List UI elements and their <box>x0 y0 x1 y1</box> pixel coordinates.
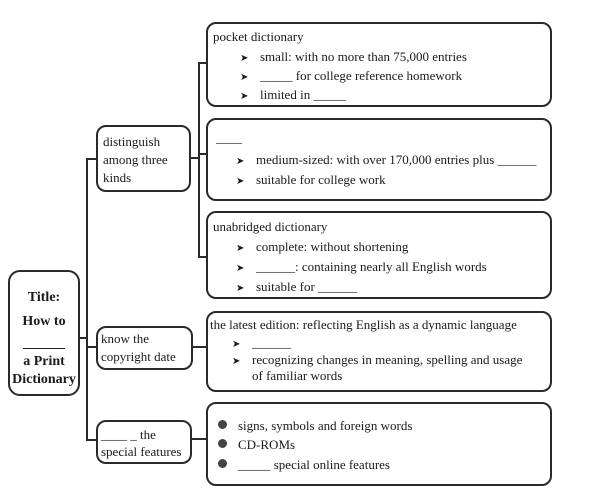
unabridged-item-1: ➤complete: without shortening <box>236 239 408 257</box>
latest-item-1: ➤______ <box>232 335 291 353</box>
special-features-box <box>96 420 192 464</box>
connector-to-college <box>198 153 207 155</box>
connector-to-latest-edition <box>192 346 207 348</box>
latest-edition-box <box>206 311 552 392</box>
arrow-icon: ➤ <box>236 283 245 294</box>
special-line-1: ____ _ the <box>101 427 156 442</box>
root-title-line-2: How to <box>22 314 66 329</box>
arrow-icon: ➤ <box>236 263 245 274</box>
unabridged-dictionary-box <box>206 211 552 299</box>
feature-item-2: CD-ROMs <box>218 437 295 453</box>
special-line-2: special features <box>101 444 182 459</box>
latest-item-2-continued: of familiar words <box>252 368 343 383</box>
latest-item-2: ➤recognizing changes in meaning, spellin… <box>232 352 522 370</box>
features-list-box <box>206 402 552 486</box>
copyright-line-2: copyright date <box>101 349 176 364</box>
arrow-icon: ➤ <box>236 176 245 187</box>
distinguish-line-3: kinds <box>103 170 132 185</box>
distinguish-line-2: among three <box>103 152 168 167</box>
pocket-dictionary-heading: pocket dictionary <box>213 29 304 44</box>
arrow-icon: ➤ <box>236 156 245 167</box>
root-title-box <box>8 270 80 396</box>
root-title-line-1: Title: <box>27 290 61 305</box>
connector-main-trunk <box>86 158 88 440</box>
feature-item-3: _____ special online features <box>218 457 390 473</box>
connector-to-pocket <box>198 62 207 64</box>
connector-to-special <box>86 439 97 441</box>
latest-edition-heading: the latest edition: reflecting English a… <box>210 317 517 332</box>
distinguish-line-1: distinguish <box>103 134 161 149</box>
bullet-icon <box>218 420 227 429</box>
unabridged-item-2: ➤______: containing nearly all English w… <box>236 259 487 277</box>
distinguish-box <box>96 125 191 192</box>
college-item-2: ➤suitable for college work <box>236 172 386 190</box>
connector-to-unabridged <box>198 256 207 258</box>
bullet-icon <box>218 459 227 468</box>
pocket-item-3: ➤limited in _____ <box>240 87 346 105</box>
connector-to-features-list <box>192 438 207 440</box>
connector-root-trunk <box>79 337 87 339</box>
pocket-dictionary-box <box>206 22 552 107</box>
arrow-icon: ➤ <box>232 356 241 367</box>
arrow-icon: ➤ <box>236 243 245 254</box>
root-title-line-3: ______ <box>23 336 65 351</box>
pocket-item-2: ➤_____ for college reference homework <box>240 68 462 86</box>
connector-to-distinguish <box>86 158 97 160</box>
feature-item-1: signs, symbols and foreign words <box>218 418 412 434</box>
copyright-line-1: know the <box>101 331 150 346</box>
arrow-icon: ➤ <box>240 91 249 102</box>
unabridged-dictionary-heading: unabridged dictionary <box>213 219 328 234</box>
arrow-icon: ➤ <box>240 53 249 64</box>
bullet-icon <box>218 439 227 448</box>
unabridged-item-3: ➤suitable for ______ <box>236 279 357 297</box>
college-dictionary-heading: ____ <box>216 130 242 145</box>
college-item-1: ➤medium-sized: with over 170,000 entries… <box>236 152 537 170</box>
arrow-icon: ➤ <box>232 339 241 350</box>
connector-kinds-trunk <box>198 62 200 258</box>
connector-distinguish-out <box>190 157 199 159</box>
copyright-date-box <box>96 326 193 370</box>
root-title-line-5: Dictionary <box>12 372 76 387</box>
arrow-icon: ➤ <box>240 72 249 83</box>
root-title-line-4: a Print <box>23 354 65 369</box>
college-dictionary-box <box>206 118 552 201</box>
connector-to-copyright <box>86 346 97 348</box>
pocket-item-1: ➤small: with no more than 75,000 entries <box>240 49 467 67</box>
